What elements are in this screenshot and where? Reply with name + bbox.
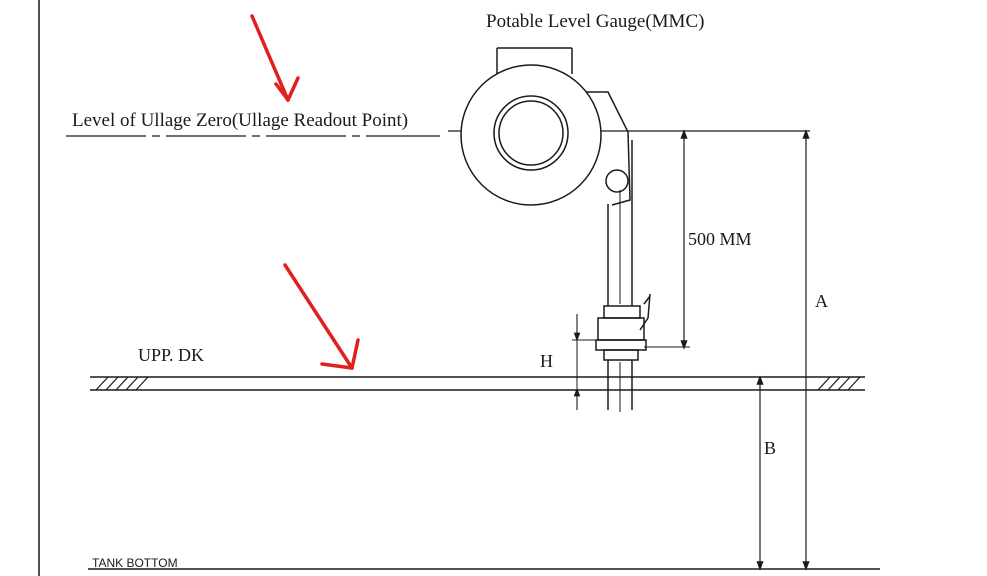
upper-deck-label: UPP. DK bbox=[138, 345, 205, 365]
deck-hatching-right bbox=[817, 376, 861, 391]
ullage-zero-label: Level of Ullage Zero(Ullage Readout Poin… bbox=[72, 110, 409, 131]
dimension-a-label: A bbox=[815, 291, 828, 311]
dimension-b-label: B bbox=[764, 438, 777, 458]
red-arrow-ullage bbox=[250, 14, 300, 102]
diagram-title: Potable Level Gauge(MMC) bbox=[486, 11, 705, 32]
level-gauge bbox=[460, 47, 651, 412]
deck-hatching-left bbox=[95, 376, 149, 391]
dimension-h-label: H bbox=[540, 351, 553, 371]
tank-bottom-label: TANK BOTTOM bbox=[92, 556, 178, 570]
red-arrow-deck bbox=[283, 263, 360, 370]
dimension-500-label: 500 MM bbox=[688, 229, 752, 249]
